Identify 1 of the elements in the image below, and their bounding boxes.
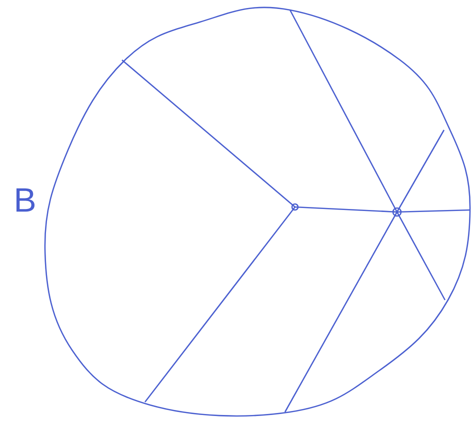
region-label: B <box>16 188 35 212</box>
